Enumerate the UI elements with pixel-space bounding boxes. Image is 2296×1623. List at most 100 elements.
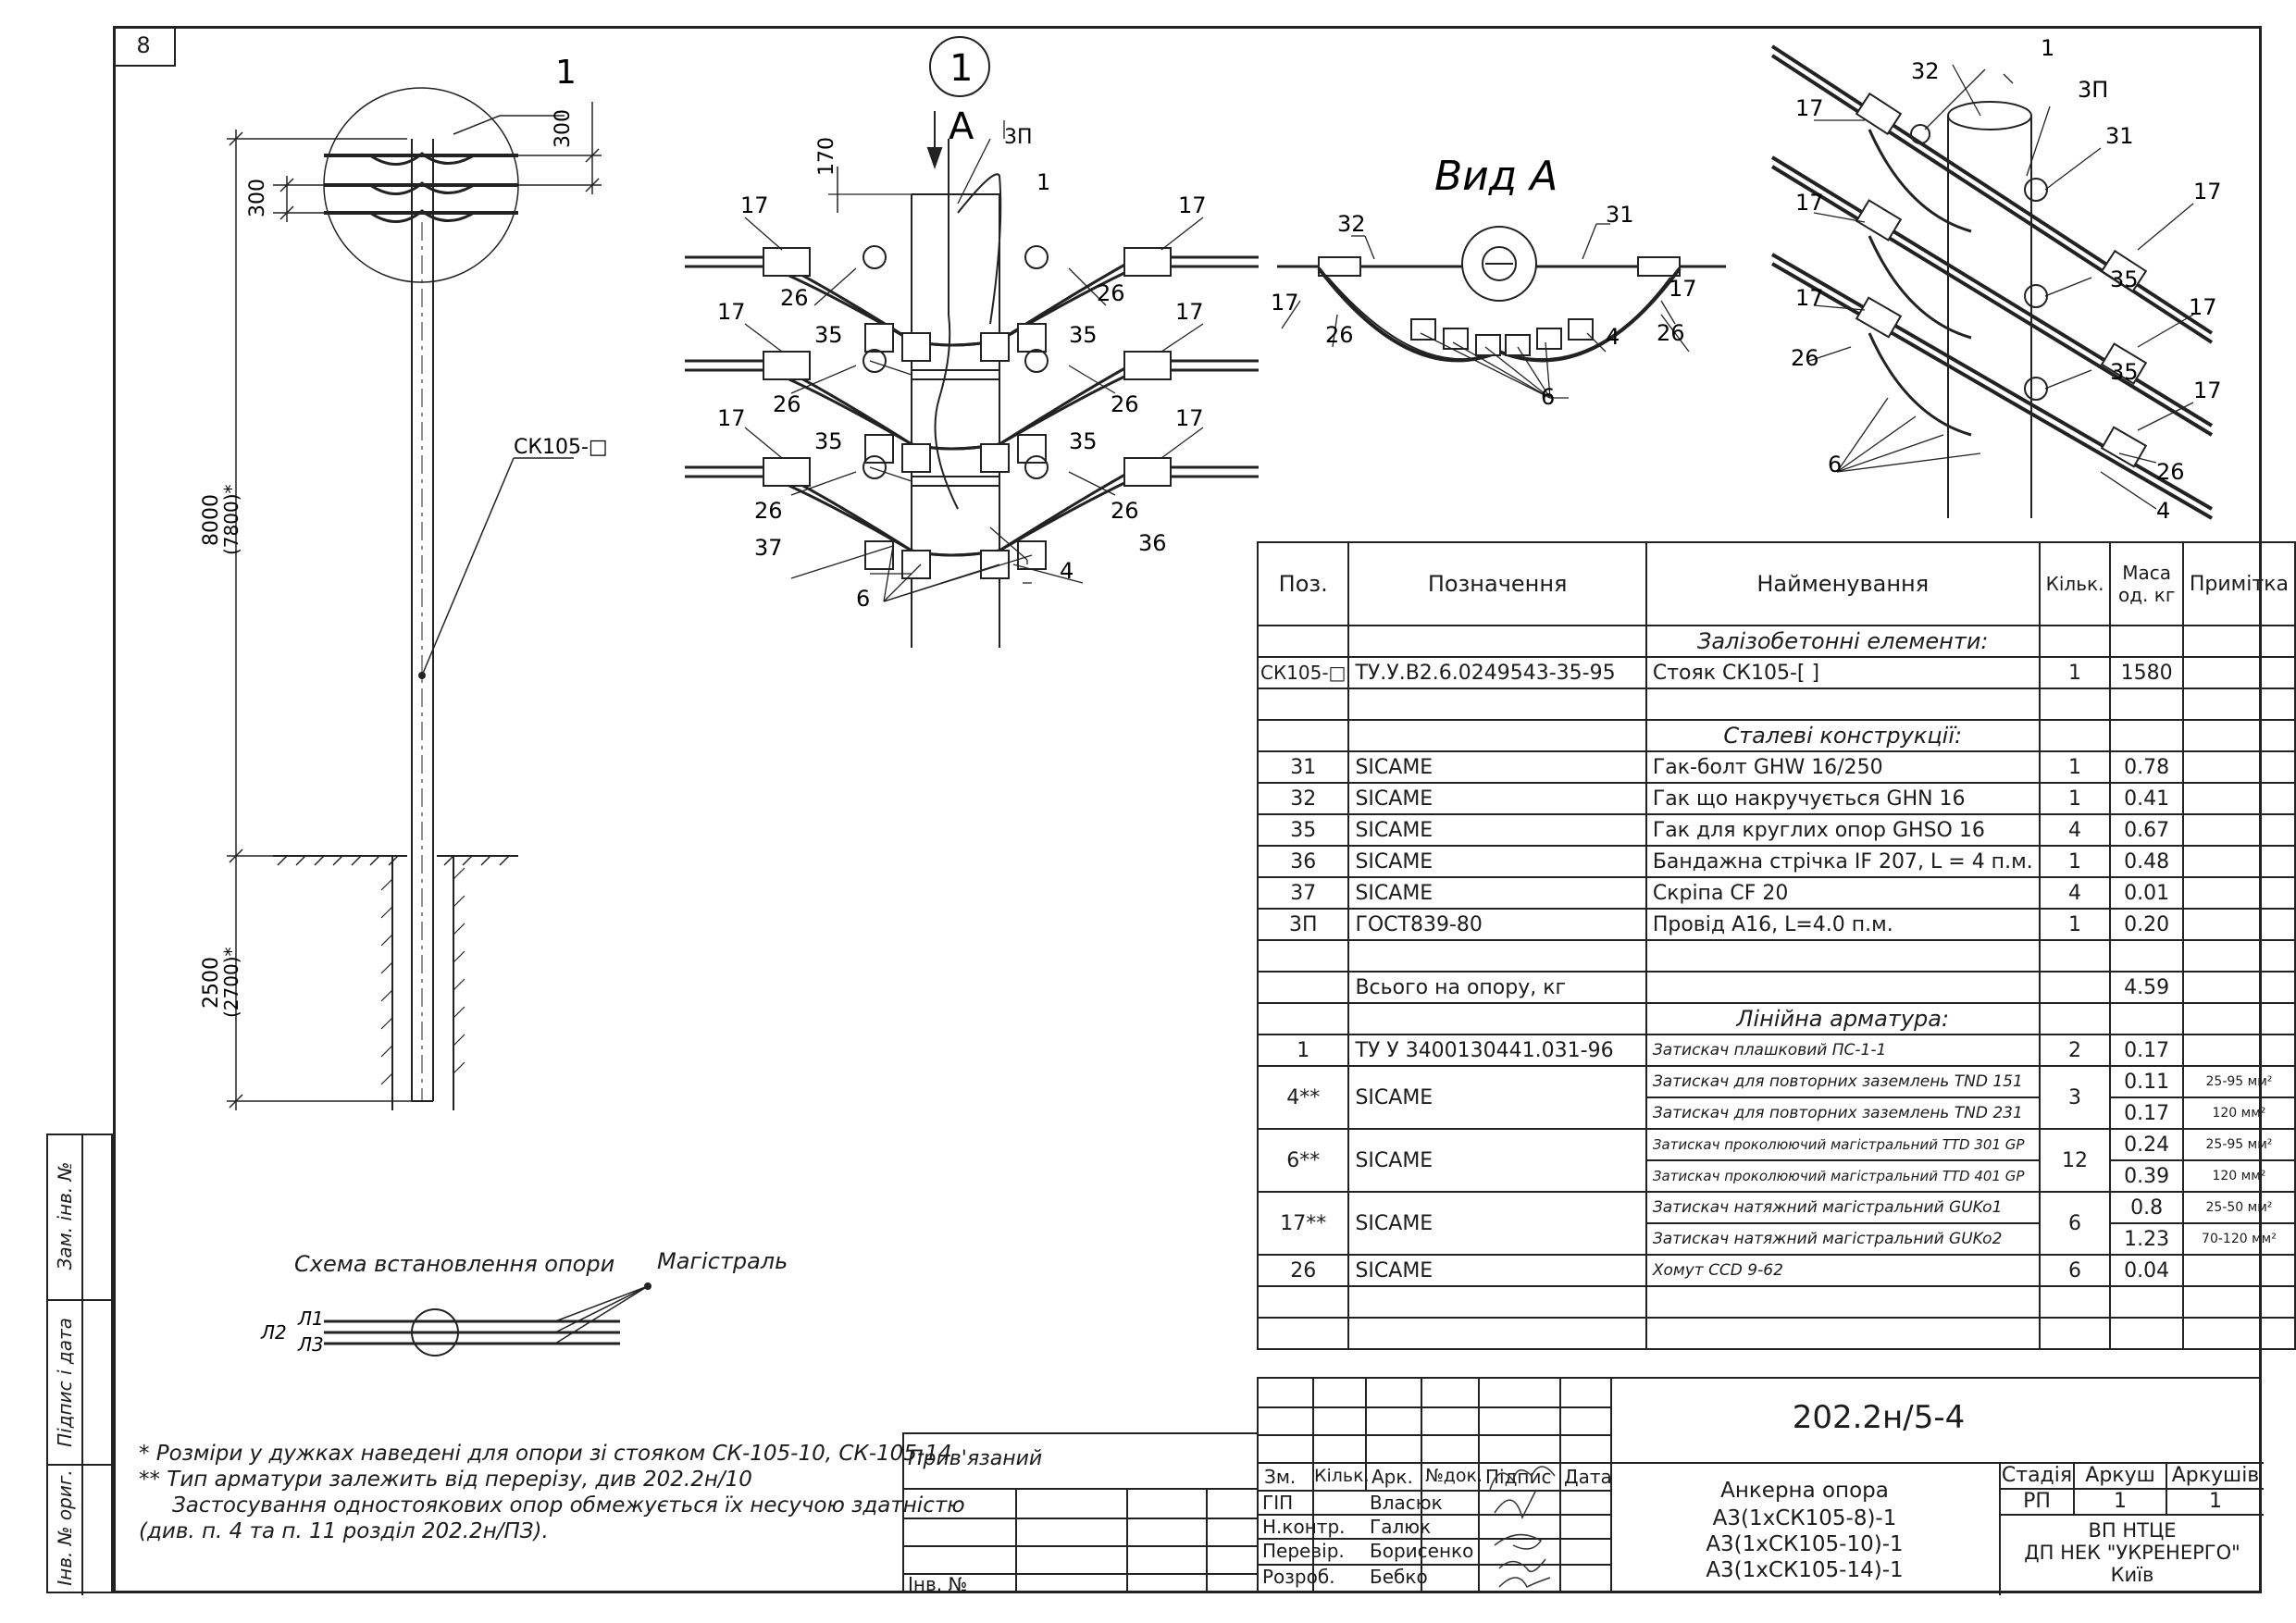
- spec-cell-qty: 6: [2038, 1191, 2112, 1256]
- spec-group-row: Лінійна арматура:: [1256, 1002, 2296, 1035]
- side-stamp-inv: Інв. № ориг.: [54, 1469, 76, 1586]
- iso-label-26: 26: [1791, 345, 1819, 371]
- detail-1-label-35: 35: [1069, 322, 1098, 348]
- pole-dim-height-alt: (7800)*: [220, 484, 242, 555]
- spec-cell-qty: 6: [2038, 1254, 2112, 1287]
- tb-col-date: Дата: [1564, 1466, 1612, 1488]
- spec-cell-pos: 1: [1256, 1034, 1350, 1067]
- spec-cell-mass: 1580: [2109, 656, 2184, 689]
- pole-dim-height: 8000: [200, 494, 223, 546]
- spec-cell-mass: 0.20: [2109, 908, 2184, 941]
- view-a-label-6: 6: [1541, 384, 1555, 410]
- detail-1-label-6: 6: [856, 586, 870, 612]
- spec-cell-qty: 2: [2038, 1034, 2112, 1067]
- detail-1-label-17: 17: [717, 299, 746, 325]
- detail-1-label-35: 35: [814, 322, 843, 348]
- spec-header-code: Позначення: [1347, 541, 1647, 626]
- detail-1-label-17: 17: [1175, 405, 1204, 431]
- sheets-label: Аркушів: [2171, 1464, 2260, 1487]
- spec-cell-mass: 0.04: [2109, 1254, 2184, 1287]
- spec-table: Поз. Позначення Найменування Кільк. Маса…: [1256, 541, 2296, 1350]
- pole-label: СК105-□: [514, 436, 608, 459]
- scheme-l1: Л1: [297, 1307, 324, 1330]
- detail-1-label-35: 35: [814, 428, 843, 454]
- spec-cell-code: SICAME: [1347, 1191, 1647, 1256]
- spec-total-mass: 4.59: [2109, 971, 2184, 1004]
- detail-1-label-26: 26: [780, 285, 809, 311]
- scheme-l2: Л2: [260, 1321, 287, 1344]
- spec-cell-code: SICAME: [1347, 813, 1647, 847]
- spec-group-steel: Сталеві конструкції:: [1644, 719, 2041, 752]
- spec-header-row: Поз. Позначення Найменування Кільк. Маса…: [1256, 541, 2296, 626]
- spec-cell-note: 70-120 мм²: [2181, 1222, 2296, 1256]
- spec-cell-qty: 1: [2038, 656, 2112, 689]
- spec-cell-pos: 26: [1256, 1254, 1350, 1287]
- title-block: Зм. Кільк. Арк. №док. Підпис Дата ГІП Вл…: [1257, 1377, 2264, 1595]
- detail-1-label-36: 36: [1138, 530, 1167, 556]
- spec-cell-pos: 31: [1256, 750, 1350, 784]
- bound-label: Прив'язаний: [908, 1447, 1043, 1470]
- iso-label-17: 17: [2193, 179, 2222, 204]
- detail-1-label-17: 17: [1175, 299, 1204, 325]
- tb-name: Власюк: [1370, 1492, 1443, 1514]
- spec-cell-note: 120 мм²: [2181, 1096, 2296, 1130]
- spec-cell-name: Затискач для повторних заземлень TND 231: [1644, 1096, 2041, 1130]
- detail-1-label-37: 37: [754, 535, 783, 561]
- spec-cell-code: SICAME: [1347, 1254, 1647, 1287]
- spec-total-label: Всього на опору, кг: [1347, 971, 1647, 1004]
- view-a-label-26: 26: [1325, 322, 1354, 348]
- spec-group-row: Сталеві конструкції:: [1256, 719, 2296, 752]
- spec-cell-mass: 0.24: [2109, 1128, 2184, 1161]
- spec-cell-pos: 6**: [1256, 1128, 1350, 1193]
- iso-label-35: 35: [2110, 266, 2139, 292]
- spec-cell-qty: 1: [2038, 908, 2112, 941]
- spec-cell-code: SICAME: [1347, 782, 1647, 815]
- iso-label-32: 32: [1911, 58, 1940, 84]
- detail-1-label-17: 17: [740, 192, 769, 218]
- table-row: СК105-□ ТУ.У.В2.6.0249543-35-95 Стояк СК…: [1256, 656, 2296, 689]
- bound-block: Прив'язаний Інв. №: [902, 1432, 1257, 1595]
- spec-cell-code: ТУ У 3400130441.031-96: [1347, 1034, 1647, 1067]
- stage-label: Стадія: [2001, 1464, 2073, 1487]
- tb-role: ГІП: [1262, 1492, 1294, 1514]
- spec-cell-pos: 3П: [1256, 908, 1350, 941]
- spec-cell-pos: 35: [1256, 813, 1350, 847]
- spec-cell-qty: 4: [2038, 813, 2112, 847]
- spec-cell-qty: 1: [2038, 782, 2112, 815]
- spec-cell-mass: 0.67: [2109, 813, 2184, 847]
- title-line-1: Анкерна опора: [1720, 1479, 1889, 1503]
- spec-cell-pos: 36: [1256, 845, 1350, 878]
- iso-label-zp: 3П: [2078, 77, 2108, 103]
- iso-label-4: 4: [2156, 498, 2170, 524]
- detail-1-label-17: 17: [1178, 192, 1207, 218]
- table-row: Затискач для повторних заземлень TND 231…: [1258, 1096, 2296, 1130]
- iso-label-17: 17: [1795, 285, 1824, 311]
- side-stamp: Зам. інв. № Підпис і дата Інв. № ориг.: [46, 1134, 113, 1595]
- detail-1-label-26: 26: [1111, 498, 1139, 524]
- iso-label-26: 26: [2156, 459, 2185, 485]
- detail-1-label-26: 26: [773, 391, 801, 417]
- iso-label-35: 35: [2110, 359, 2139, 385]
- doc-code: 202.2н/5-4: [1792, 1399, 1966, 1436]
- spec-cell-name: Бандажна стрічка IF 207, L = 4 п.м.: [1644, 845, 2041, 878]
- sheets-value: 1: [2209, 1490, 2222, 1513]
- note-4: (див. п. 4 та п. 11 розділ 202.2н/ПЗ).: [139, 1519, 549, 1543]
- spec-cell-pos: СК105-□: [1256, 656, 1350, 689]
- spec-cell-mass: 1.23: [2109, 1222, 2184, 1256]
- spec-cell-qty: 1: [2038, 845, 2112, 878]
- tb-role: Н.контр.: [1262, 1516, 1346, 1538]
- spec-header-note: Примітка: [2181, 541, 2296, 626]
- inv-label: Інв. №: [908, 1573, 968, 1595]
- detail-1-label-4: 4: [1060, 558, 1074, 584]
- detail-1-view-arrow: А: [949, 105, 974, 148]
- spec-cell-pos: 37: [1256, 876, 1350, 910]
- detail-1-label-17: 17: [717, 405, 746, 431]
- spec-cell-qty: 4: [2038, 876, 2112, 910]
